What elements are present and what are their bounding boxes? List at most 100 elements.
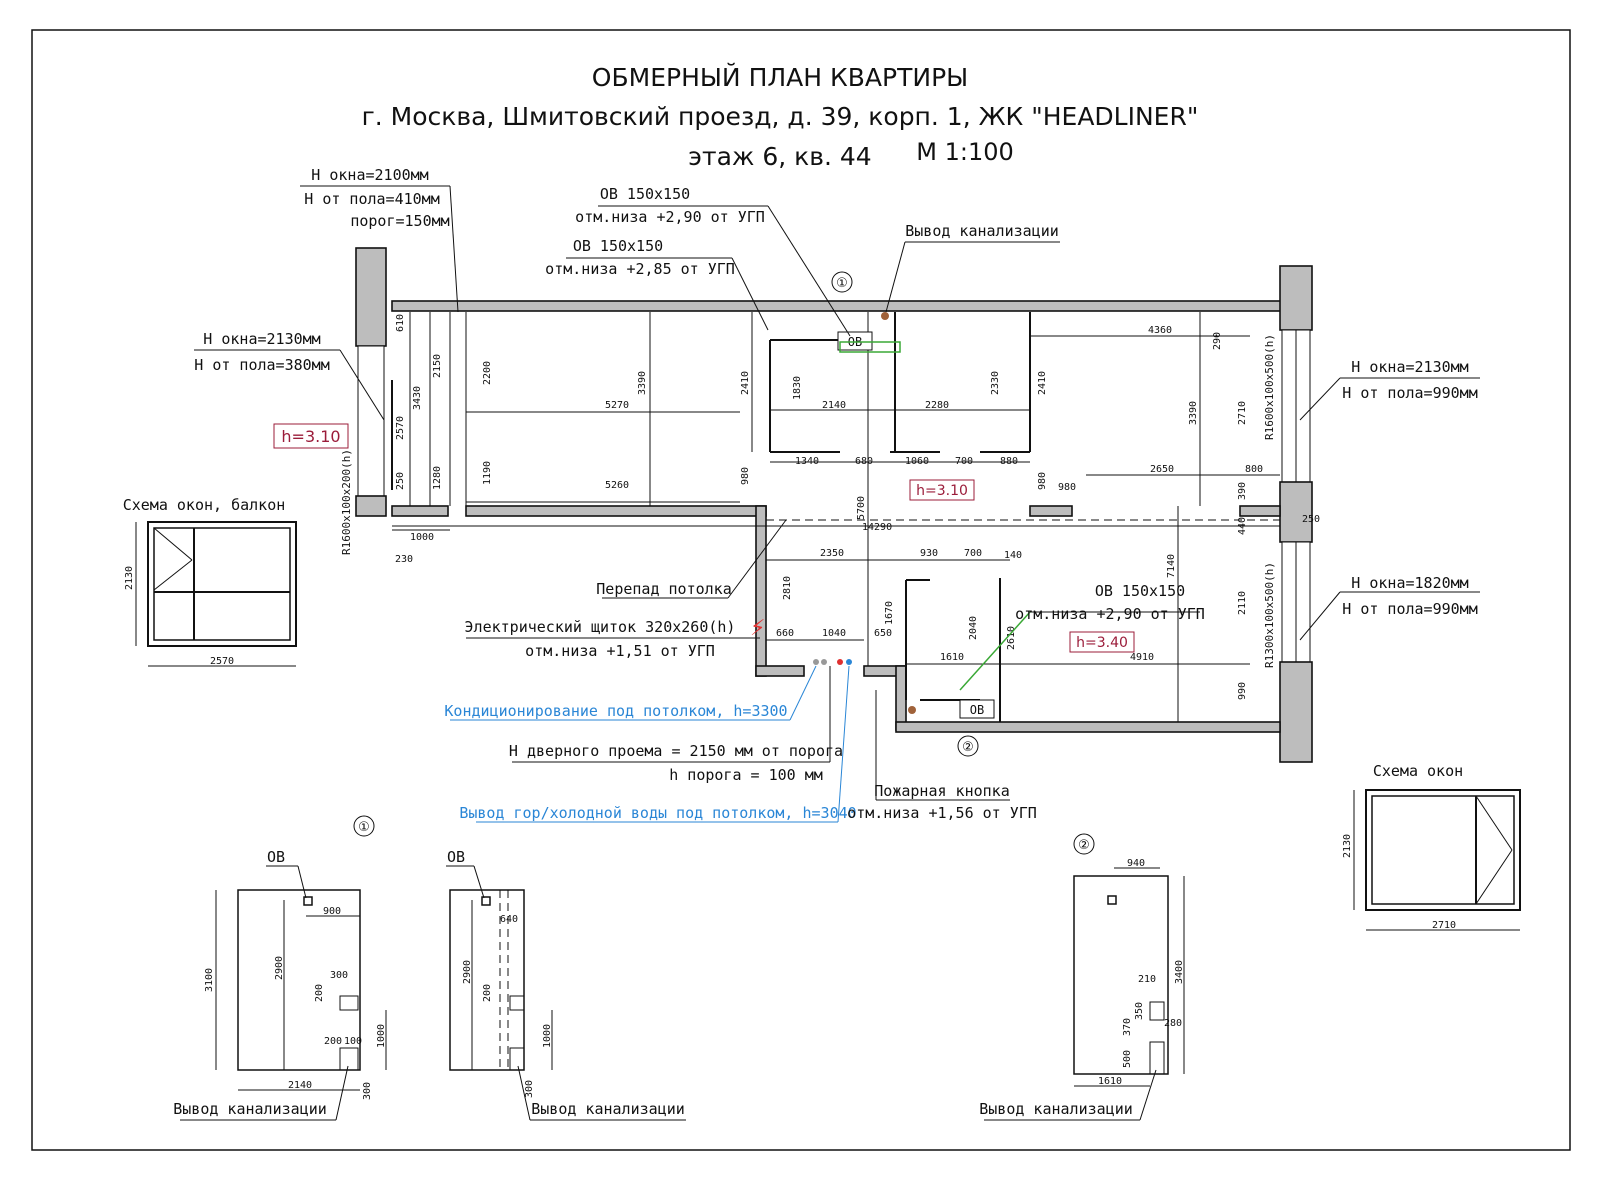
ann-door-sill: h порога = 100 мм — [669, 766, 823, 784]
dim-1340: 1340 — [795, 456, 819, 467]
wall-mid-stub — [1029, 505, 1073, 517]
marker-circle-2 — [957, 735, 979, 757]
dim-650: 650 — [874, 628, 892, 639]
detail-1b: ОВ 640 2900 200 1000 300 Вывод канализац… — [446, 848, 686, 1121]
annotations: H окна=2100мм H от пола=410мм порог=150м… — [194, 166, 1477, 822]
wall-lower-bottom — [895, 721, 1281, 733]
right-column-top — [1279, 265, 1313, 331]
dim-2140: 2140 — [822, 400, 846, 411]
wall-mid-right — [1239, 505, 1281, 517]
svg-text:2900: 2900 — [462, 960, 473, 984]
detail-1-marker: ① — [358, 820, 370, 835]
dim-660: 660 — [776, 628, 794, 639]
wall-lower-left — [895, 665, 907, 731]
title-line-3: этаж 6, кв. 44 — [688, 142, 871, 171]
detail-2-marker: ② — [1078, 838, 1090, 853]
wall-top — [391, 300, 1285, 312]
ann-win-right-top-floor: H от пола=990мм — [1342, 384, 1477, 402]
cold-water-dot — [846, 659, 852, 665]
dim-290: 290 — [1212, 332, 1223, 350]
hot-water-dot — [837, 659, 843, 665]
wall-mid — [465, 505, 767, 517]
dim-2350: 2350 — [820, 548, 844, 559]
marker-1: ① — [836, 276, 848, 291]
h-tag-mid: h=3.10 — [916, 483, 968, 499]
dim-1040: 1040 — [822, 628, 846, 639]
svg-text:900: 900 — [323, 906, 341, 917]
ov-duct-green — [839, 341, 901, 353]
dim-250: 250 — [395, 472, 406, 490]
dim-2810: 2810 — [782, 576, 793, 600]
ac-dot-1 — [813, 659, 819, 665]
wall-corridor — [755, 505, 767, 677]
dimension-texts: 610 3430 2150 2200 3390 2570 250 1280 11… — [395, 314, 1320, 700]
dim-610: 610 — [395, 314, 406, 332]
dim-3430: 3430 — [412, 386, 423, 410]
dim-2650: 2650 — [1150, 464, 1174, 475]
marker-circle-1 — [831, 271, 853, 293]
ann-win-right-bottom-floor: H от пола=990мм — [1342, 600, 1477, 618]
dim-2040: 2040 — [968, 616, 979, 640]
dim-4910: 4910 — [1130, 652, 1154, 663]
title-line-2: г. Москва, Шмитовский проезд, д. 39, кор… — [362, 102, 1199, 131]
dim-880: 880 — [1000, 456, 1018, 467]
ann-ov3-name: ОВ 150х150 — [1095, 582, 1185, 600]
ann-win-left-top-h: H окна=2100мм — [311, 166, 428, 184]
dim-5270: 5270 — [605, 400, 629, 411]
ann-win-left-top-sill: порог=150мм — [350, 212, 449, 230]
detail-1b-ov: ОВ — [447, 848, 465, 866]
ov-box-bottom-label: ОВ — [970, 703, 984, 717]
dim-1060: 1060 — [905, 456, 929, 467]
h-tag-left: h=3.10 — [281, 427, 340, 446]
dim-5700: 5700 — [856, 496, 867, 520]
scheme-windows-title: Схема окон — [1373, 762, 1463, 780]
dim-250b: 250 — [1302, 514, 1320, 525]
ann-water: Вывод гор/холодной воды под потолком, h=… — [459, 804, 856, 822]
sheet-frame — [31, 29, 1571, 1151]
scale-label: М 1:100 — [916, 138, 1014, 166]
sewer-dot-top — [881, 312, 889, 320]
svg-text:3100: 3100 — [204, 968, 215, 992]
detail-1-sewer: Вывод канализации — [173, 1100, 327, 1118]
dim-390: 390 — [1237, 482, 1248, 500]
scheme-windows-h: 2130 — [1342, 834, 1353, 858]
dim-2610: 2610 — [1006, 626, 1017, 650]
dim-1610: 1610 — [940, 652, 964, 663]
scheme-windows-w: 2710 — [1432, 920, 1456, 931]
svg-text:500: 500 — [1122, 1050, 1133, 1068]
svg-text:1610: 1610 — [1098, 1076, 1122, 1087]
dim-7140: 7140 — [1166, 554, 1177, 578]
right-column-mid — [1279, 481, 1313, 543]
dim-2110: 2110 — [1237, 591, 1248, 615]
detail-2: ② 940 3400 210 350 370 280 500 1610 Выво… — [979, 833, 1185, 1121]
h-tag-lower: h=3.40 — [1076, 635, 1128, 651]
ann-win-left-floor: H от пола=380мм — [194, 356, 329, 374]
ann-win-right-top-h: H окна=2130мм — [1351, 358, 1468, 376]
svg-text:1000: 1000 — [542, 1024, 553, 1048]
svg-text:640: 640 — [500, 914, 518, 925]
ann-ov3-level: отм.низа +2,90 от УГП — [1015, 605, 1205, 623]
svg-text:200: 200 — [482, 984, 493, 1002]
dim-930: 930 — [920, 548, 938, 559]
window-code-left: R1600х100х200(h) — [340, 449, 353, 555]
scheme-windows: Схема окон 2710 2130 — [1342, 762, 1521, 931]
scheme-balcony-title: Схема окон, балкон — [123, 496, 286, 514]
dim-3390b: 3390 — [1188, 401, 1199, 425]
left-column — [355, 247, 387, 347]
scheme-balcony: Схема окон, балкон 2570 2130 — [123, 496, 297, 667]
ann-win-right-bottom-h: H окна=1820мм — [1351, 574, 1468, 592]
dim-990: 990 — [1237, 682, 1248, 700]
dim-3390a: 3390 — [637, 371, 648, 395]
partitions — [449, 312, 1031, 722]
left-column-base — [355, 495, 387, 517]
ann-ov1-name: ОВ 150х150 — [600, 185, 690, 203]
ann-panel: Электрический щиток 320х260(h) — [465, 618, 736, 636]
svg-text:280: 280 — [1164, 1018, 1182, 1029]
dim-140: 140 — [1004, 550, 1022, 561]
svg-text:200: 200 — [324, 1036, 342, 1047]
detail-1: ① ОВ 900 2900 300 200 200 100 1000 300 3… — [173, 815, 387, 1121]
dim-5260: 5260 — [605, 480, 629, 491]
dim-2570: 2570 — [395, 416, 406, 440]
ann-ceiling-drop: Перепад потолка — [596, 580, 731, 598]
dim-1190: 1190 — [482, 461, 493, 485]
